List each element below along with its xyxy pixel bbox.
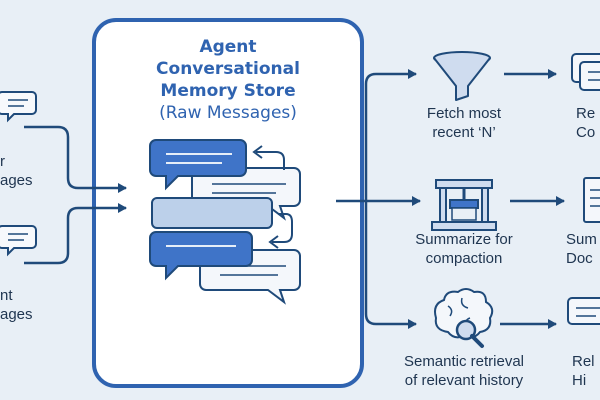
chat-bubble-icon bbox=[571, 53, 600, 91]
input-label-2: nt ages bbox=[0, 287, 33, 323]
result-label-relevant: Rel Hi bbox=[572, 353, 595, 389]
output-branch-bottom bbox=[364, 201, 417, 329]
document-icon bbox=[583, 177, 600, 223]
memory-store-title: Agent Conversational Memory Store (Raw M… bbox=[156, 37, 300, 123]
result-label-recent: Re Co bbox=[576, 105, 596, 141]
result-label-summary: Sum Doc bbox=[566, 231, 597, 267]
chat-bubble-icon bbox=[567, 297, 600, 325]
input-arrow bbox=[24, 203, 127, 265]
input-label-1: r ages bbox=[0, 153, 33, 189]
chat-bubble-icon bbox=[0, 225, 37, 257]
output-branch-top bbox=[364, 69, 417, 201]
step-label-semantic: Semantic retrieval of relevant history bbox=[403, 353, 525, 389]
message-stack-icon bbox=[149, 139, 301, 305]
chat-bubble-icon bbox=[0, 91, 37, 123]
press-icon bbox=[431, 179, 497, 231]
funnel-icon bbox=[433, 51, 491, 101]
brain-search-icon bbox=[434, 288, 494, 348]
input-arrow bbox=[24, 125, 127, 193]
step-label-fetch: Fetch most recent ‘N’ bbox=[426, 105, 502, 141]
step-label-summarize: Summarize for compaction bbox=[415, 231, 513, 267]
